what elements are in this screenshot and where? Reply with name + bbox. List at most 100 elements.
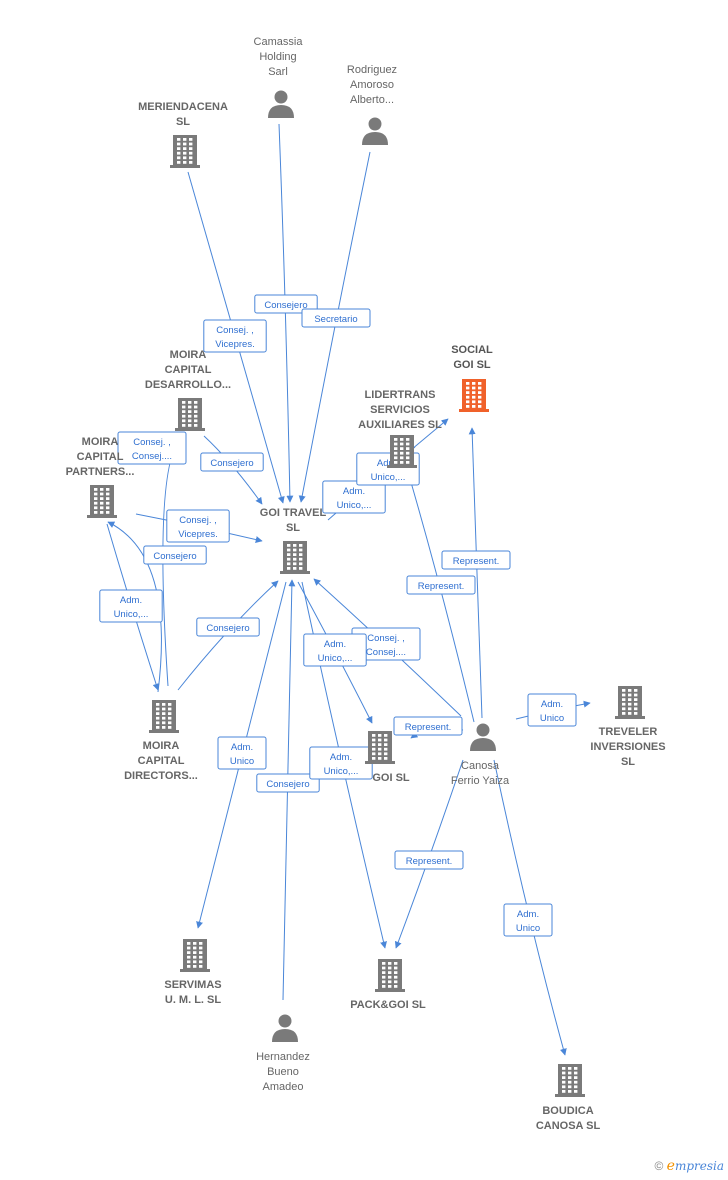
edge-label-text: Unico,... — [114, 609, 149, 620]
treveler-building-icon — [615, 686, 645, 719]
node-label-meriendacena: MERIENDACENA — [138, 101, 228, 113]
edge-label-text: Consej. , — [179, 515, 217, 526]
node-label-moira_directors: DIRECTORS... — [124, 770, 198, 782]
edge-label-text: Vicepres. — [178, 529, 217, 540]
edge-label-text: Represent. — [406, 856, 452, 867]
node-label-boudica: CANOSA SL — [536, 1120, 601, 1132]
edge-label-e3[interactable]: Consej. , Vicepres. — [203, 319, 267, 353]
edge-label-text: Unico,... — [371, 472, 406, 483]
edge-label-text: Represent. — [453, 556, 499, 567]
edge-label-e20[interactable]: Adm. Unico,... — [309, 746, 373, 780]
node-treveler[interactable]: TREVELER INVERSIONES SL — [590, 686, 666, 768]
node-label-lidertrans: SERVICIOS — [370, 404, 430, 416]
edge-label-text: Adm. — [377, 458, 399, 469]
node-label-goi_travel: GOI TRAVEL — [260, 507, 327, 519]
node-label-moira_partners: CAPITAL — [77, 451, 124, 463]
node-label-social_goi: SOCIAL — [451, 344, 493, 356]
edge-label-e1[interactable]: Consejero — [254, 294, 318, 314]
edge-label-text: Vicepres. — [215, 339, 254, 350]
node-label-servimas: SERVIMAS — [164, 979, 221, 991]
edge-label-e8[interactable]: Adm. Unico,... — [99, 589, 163, 623]
node-goi_sl[interactable]: GOI SL — [365, 731, 410, 784]
node-label-rodriguez: Amoroso — [350, 79, 394, 91]
packgoi-building-icon — [375, 959, 405, 992]
edge-label-text: Consejero — [264, 300, 307, 311]
node-label-moira_directors: MOIRA — [143, 740, 180, 752]
edge-label-e6[interactable]: Consej. , Vicepres. — [166, 509, 230, 543]
edge-label-text: Adm. — [330, 752, 352, 763]
goi_sl-building-icon — [365, 731, 395, 764]
moira_desarrollo-building-icon — [175, 398, 205, 431]
node-packgoi[interactable]: PACK&GOI SL — [350, 959, 426, 1011]
meriendacena-building-icon — [170, 135, 200, 168]
edge-label-text: Unico,... — [318, 653, 353, 664]
edge-label-e19[interactable]: Consejero — [256, 773, 320, 793]
node-label-lidertrans: LIDERTRANS — [365, 389, 436, 401]
node-label-hernandez: Bueno — [267, 1066, 299, 1078]
node-moira_partners[interactable]: MOIRACAPITALPARTNERS... — [66, 436, 135, 518]
edge-label-e21[interactable]: Represent. — [394, 850, 464, 870]
node-label-treveler: TREVELER — [599, 726, 658, 738]
node-social_goi[interactable]: SOCIAL GOI SL — [451, 344, 493, 412]
edge-label-e10[interactable]: Adm.Unico,... — [322, 480, 386, 514]
edge-label-e16[interactable]: Adm. Unico,... — [303, 633, 367, 667]
edge-label-e9[interactable]: Consejero — [143, 545, 207, 565]
node-boudica[interactable]: BOUDICA CANOSA SL — [536, 1064, 601, 1132]
edge-label-text: Adm. — [120, 595, 142, 606]
node-label-rodriguez: Alberto... — [350, 94, 394, 106]
edge-label-e14[interactable]: Adm. Unico — [527, 693, 577, 727]
edge-label-e22[interactable]: Adm.Unico — [503, 903, 553, 937]
node-label-treveler: INVERSIONES — [590, 741, 665, 753]
edge-label-e12[interactable]: Represent. — [406, 575, 476, 595]
node-rodriguez[interactable]: RodriguezAmorosoAlberto... — [347, 64, 397, 145]
node-label-boudica: BOUDICA — [542, 1105, 593, 1117]
node-label-hernandez: Hernandez — [256, 1051, 310, 1063]
node-label-social_goi: GOI SL — [453, 359, 491, 371]
edge-label-e18[interactable]: Adm.Unico — [217, 736, 267, 770]
brand-rest: mpresia — [674, 1159, 724, 1173]
edge-label-text: Consej. , — [216, 325, 254, 336]
edge-label-text: Unico — [516, 923, 540, 934]
edge-label-e13[interactable]: Represent. — [441, 550, 511, 570]
edge-canosa-to-social_goi — [468, 427, 483, 719]
node-label-camassia: Holding — [259, 51, 296, 63]
camassia-person-icon — [268, 90, 294, 118]
edge-label-e2[interactable]: Secretario — [301, 308, 371, 328]
node-moira_desarrollo[interactable]: MOIRACAPITALDESARROLLO... — [145, 349, 231, 431]
edge-label-text: Consej.... — [366, 647, 406, 658]
node-label-moira_desarrollo: MOIRA — [170, 349, 207, 361]
edge-label-text: Adm. — [541, 699, 563, 710]
node-label-treveler: SL — [621, 756, 635, 768]
edge-label-e7[interactable]: Consejero — [196, 617, 260, 637]
node-label-moira_desarrollo: DESARROLLO... — [145, 379, 231, 391]
edge-label-text: Consejero — [206, 623, 249, 634]
edge-label-text: Represent. — [418, 581, 464, 592]
edge-label-text: Consejero — [266, 779, 309, 790]
edge-label-e5[interactable]: Consej. ,Consej.... — [117, 431, 187, 465]
edge-label-e17[interactable]: Represent. — [393, 716, 463, 736]
servimas-building-icon — [180, 939, 210, 972]
edge-label-text: Adm. — [324, 639, 346, 650]
node-label-meriendacena: SL — [176, 116, 190, 128]
moira_partners-building-icon — [87, 485, 117, 518]
node-label-lidertrans: AUXILIARES SL — [358, 419, 442, 431]
node-lidertrans[interactable]: LIDERTRANS SERVICIOS AUXILIARES SL — [358, 389, 442, 468]
edge-label-text: Consej. , — [367, 633, 405, 644]
edge-label-text: Unico,... — [324, 766, 359, 777]
node-label-rodriguez: Rodriguez — [347, 64, 397, 76]
edge-label-text: Unico — [540, 713, 564, 724]
node-moira_directors[interactable]: MOIRACAPITALDIRECTORS... — [124, 700, 198, 782]
node-label-goi_sl: GOI SL — [372, 772, 410, 784]
edge-canosa-to-lidertrans — [406, 471, 475, 723]
edge-label-text: Secretario — [314, 314, 357, 325]
edge-label-e4[interactable]: Consejero — [200, 452, 264, 472]
node-meriendacena[interactable]: MERIENDACENA SL — [138, 101, 228, 168]
node-label-camassia: Camassia — [254, 36, 304, 48]
edge-label-text: Unico — [230, 756, 254, 767]
rodriguez-person-icon — [362, 117, 388, 145]
